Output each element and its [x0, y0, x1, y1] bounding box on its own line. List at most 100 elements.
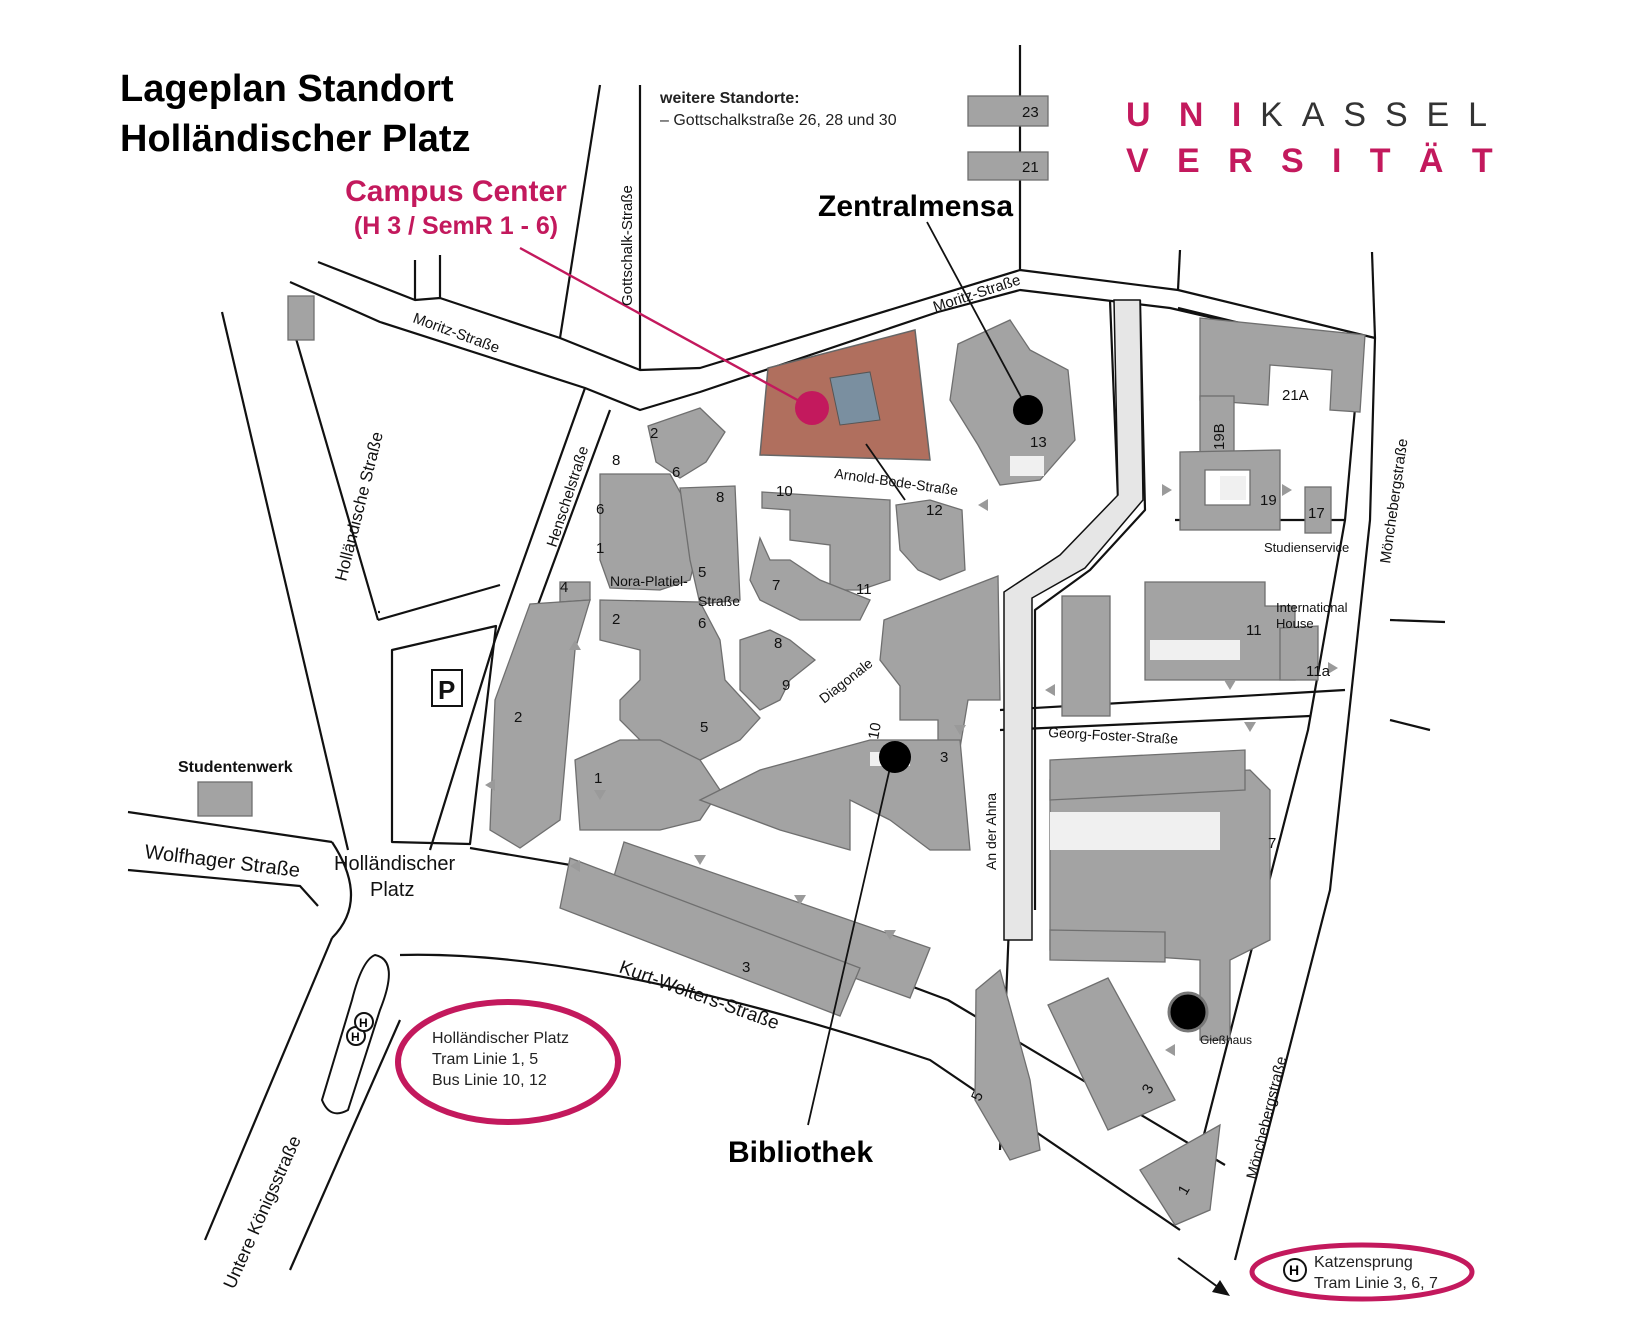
campus-center-name: Campus Center — [345, 175, 567, 208]
giesshaus-marker[interactable] — [1167, 991, 1209, 1033]
logo-letter: Ä — [1418, 142, 1444, 180]
building-11-east — [1144, 581, 1296, 681]
building-7-north — [1049, 749, 1246, 801]
building-number: 5 — [698, 564, 706, 581]
building-10-library — [698, 739, 971, 851]
buildings — [197, 95, 1366, 1226]
logo-letter: A — [1301, 96, 1325, 134]
building-10-library-east — [879, 575, 1001, 749]
building-23 — [967, 95, 1049, 127]
stop-info-hollaendischer-platz[interactable]: Holländischer Platz Tram Linie 1, 5 Bus … — [432, 1028, 569, 1091]
building-number: 5 — [700, 719, 708, 736]
street-label-moenchebergstr-south: Mönchebergstraße — [1243, 1055, 1290, 1181]
tram-stop-symbol-2: H — [359, 1016, 368, 1030]
building-ahna-small — [1061, 595, 1111, 717]
logo-letter: T — [1369, 142, 1391, 180]
street-label-an-der-ahna: An der Ahna — [983, 793, 999, 870]
building-number: 10 — [776, 483, 793, 500]
building-number: 23 — [1022, 104, 1039, 121]
building-number: 21A — [1282, 387, 1309, 404]
bibliothek-marker[interactable] — [879, 741, 911, 773]
katzensprung-symbol: H — [1289, 1262, 1299, 1278]
building-3-east — [1047, 977, 1176, 1131]
building-number: 21 — [1022, 159, 1039, 176]
building-5 — [974, 968, 1041, 1161]
building-8-9 — [739, 629, 817, 711]
building-number: 11 — [856, 581, 872, 598]
other-locations-item: – Gottschalkstraße 26, 28 und 30 — [660, 112, 897, 129]
building-number: 11a — [1306, 663, 1331, 680]
tram-stop-hollaendischer-platz[interactable]: H H — [320, 953, 390, 1115]
leader-lines — [807, 221, 1029, 1126]
map-title: Lageplan Standort Holländischer Platz — [120, 64, 471, 164]
building-corner-nw — [287, 295, 315, 341]
building-21 — [967, 151, 1049, 181]
map-title-line1: Lageplan Standort — [120, 68, 454, 110]
entrance-markers — [485, 484, 1338, 1056]
building-number: 7 — [772, 577, 780, 594]
parking-icon[interactable] — [431, 669, 463, 707]
building-2-west — [489, 599, 591, 849]
street-label-diagonale: Diagonale — [816, 655, 876, 707]
building-2-6 — [647, 407, 726, 479]
katzensprung-stop-icon[interactable] — [1283, 1258, 1307, 1282]
building-number: 11 — [1246, 622, 1262, 639]
building-number: 8 — [612, 452, 620, 469]
building-7-11 — [749, 536, 871, 621]
campus-center-image — [759, 329, 931, 461]
logo-letter: V — [1126, 142, 1149, 180]
building-1-5-6 — [599, 473, 701, 591]
building-number: 4 — [560, 579, 568, 596]
building-number: 1 — [596, 540, 604, 557]
logo-letter: I — [1231, 96, 1242, 134]
uni-kassel-logo: U N I K A S S E L V E R S I T Ä T — [1126, 92, 1493, 184]
building-number: 3 — [742, 959, 750, 976]
building-number: 2 — [612, 611, 620, 628]
building-number: 2 — [514, 709, 522, 726]
logo-letter: E — [1426, 96, 1450, 134]
street-label-nora-platiel-1: Nora-Platiel- — [610, 573, 688, 589]
zentralmensa-label[interactable]: Zentralmensa — [818, 190, 1014, 223]
place-label-giesshaus: Gießhaus — [1200, 1033, 1252, 1047]
campus-center-label[interactable]: Campus Center (H 3 / SemR 1 - 6) — [316, 174, 596, 242]
zentralmensa-marker[interactable] — [1013, 395, 1043, 425]
street-label-wolfhager: Wolfhager Straße — [143, 841, 301, 882]
building-courtyards — [870, 456, 1246, 850]
building-number-labels: 23 21 21A 19B 19 17 11 11a 7 13 12 10 8 … — [514, 104, 1331, 1198]
building-number: 8 — [716, 489, 724, 506]
building-number: 1 — [594, 770, 602, 787]
place-label-international-1: International — [1276, 600, 1348, 615]
logo-letter: U — [1126, 96, 1151, 134]
building-3-lower — [559, 857, 861, 1017]
building-7-south — [1049, 929, 1166, 963]
campus-center-leader — [519, 246, 813, 410]
street-label-arnold-bode: Arnold-Bode-Straße — [834, 465, 960, 498]
building-1-east — [1139, 1123, 1221, 1226]
stop-tram-lines: Tram Linie 1, 5 — [432, 1051, 539, 1068]
direction-arrow — [1177, 1257, 1230, 1296]
street-label-moritz-west: Moritz-Straße — [411, 310, 502, 357]
logo-letter: L — [1468, 96, 1488, 134]
street-label-moenchebergstr-north: Mönchebergstraße — [1377, 438, 1411, 565]
building-number: 2 — [650, 425, 658, 442]
building-number: 6 — [672, 464, 680, 481]
building-8 — [679, 485, 741, 605]
place-label-studentenwerk: Studentenwerk — [178, 759, 293, 776]
logo-letter: I — [1332, 142, 1342, 180]
map-title-line2: Holländischer Platz — [120, 118, 471, 160]
street-label-georg-foster: Georg-Foster-Straße — [1048, 724, 1179, 747]
building-12 — [895, 499, 966, 581]
place-label-parking: P — [438, 675, 455, 705]
logo-letter: E — [1177, 142, 1200, 180]
campus-center-marker[interactable] — [795, 391, 829, 425]
building-number: 19B — [1211, 423, 1228, 450]
building-10-north — [761, 491, 891, 591]
stop-highlight-hollaendischer-platz — [395, 999, 621, 1125]
building-number: 9 — [782, 677, 790, 694]
bibliothek-label[interactable]: Bibliothek — [728, 1136, 874, 1169]
building-number: 10 — [865, 721, 885, 740]
building-number: 13 — [1030, 434, 1047, 451]
building-11a — [1279, 625, 1319, 681]
stop-info-katzensprung[interactable]: Katzensprung Tram Linie 3, 6, 7 — [1314, 1252, 1438, 1294]
other-locations-heading: weitere Standorte: — [660, 90, 800, 107]
